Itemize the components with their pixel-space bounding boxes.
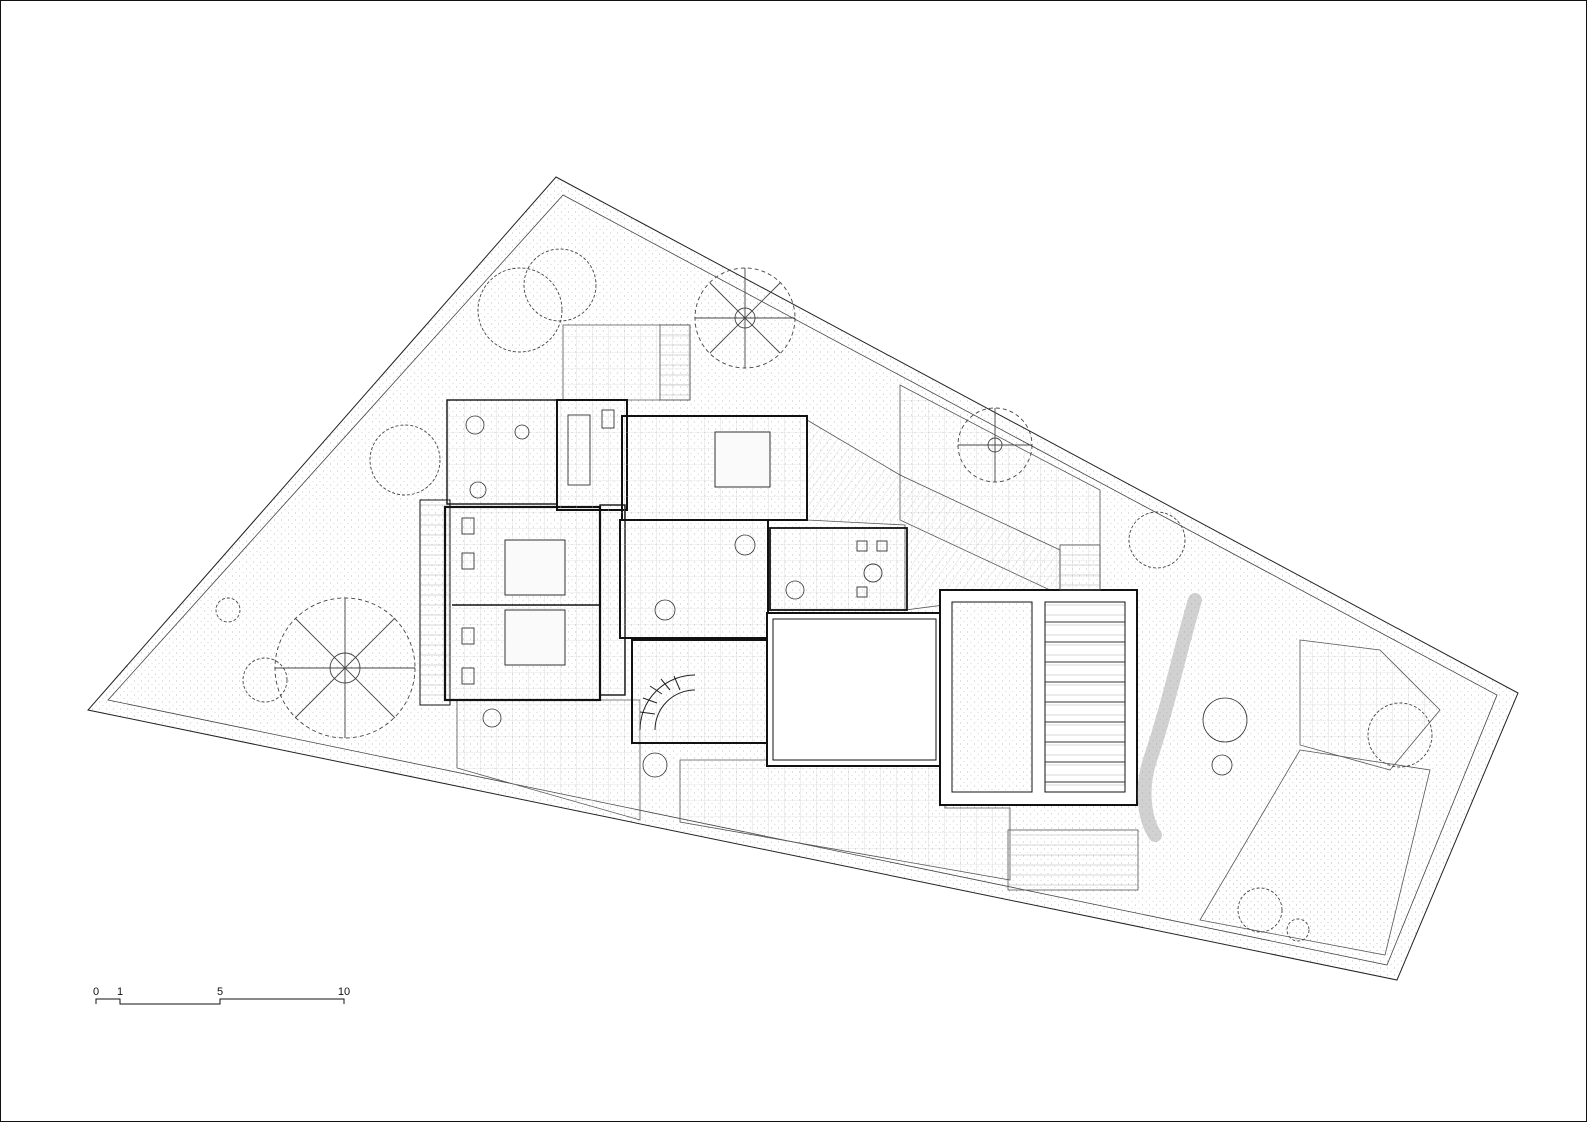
- palm-trees: [274, 267, 1033, 739]
- trees: [215, 248, 1433, 942]
- spiral-stair: [639, 674, 696, 731]
- outdoor-table: [856, 540, 888, 598]
- pool-lanes: [1045, 621, 1125, 783]
- shrubs: [465, 415, 1248, 778]
- bed-furniture: [504, 431, 771, 666]
- scale-bar: 0 1 5 10: [93, 986, 350, 1005]
- bathroom-fixtures: [461, 409, 615, 685]
- garden-path: [1137, 593, 1202, 842]
- scale-tick-label-10: 10: [338, 986, 350, 998]
- scale-tick-label-5: 5: [217, 986, 223, 998]
- scale-tick-label-1: 1: [117, 986, 123, 998]
- scale-tick-label-0: 0: [93, 986, 99, 998]
